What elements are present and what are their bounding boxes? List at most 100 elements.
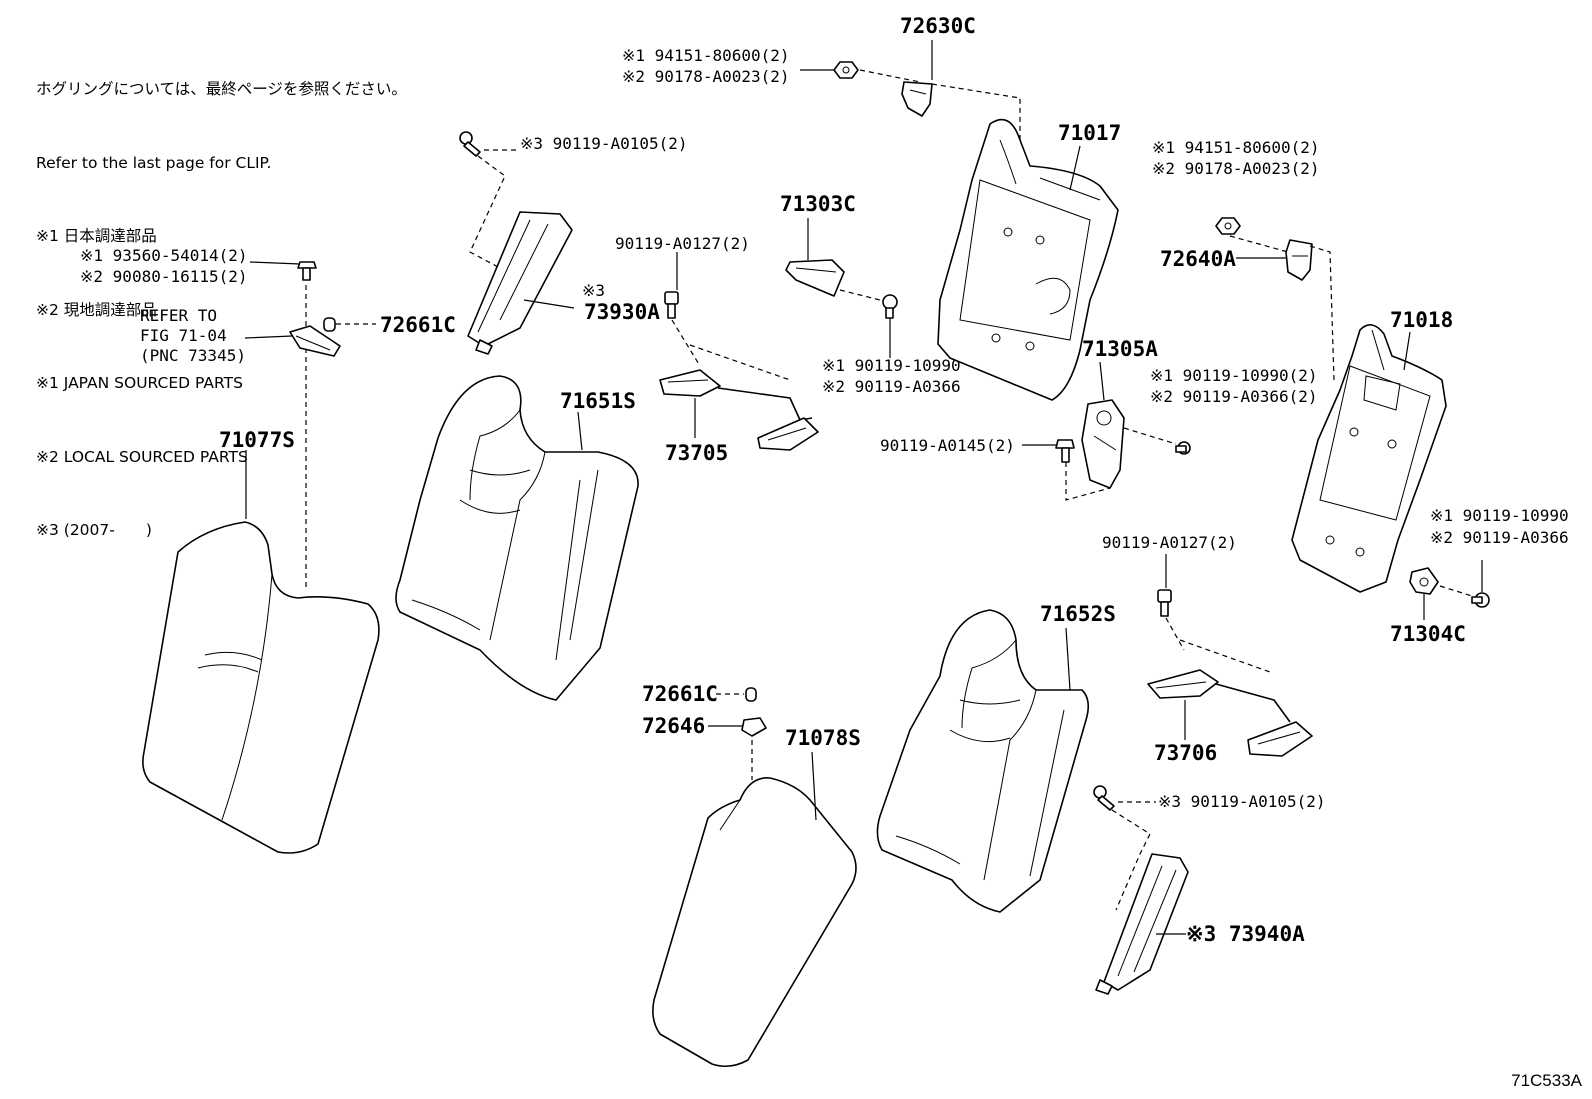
hinge-bracket-71305a: [1081, 399, 1125, 489]
side-airbag-73930a: [467, 211, 573, 355]
bolt-71305a-icon: [1175, 441, 1191, 455]
leader-clip: [249, 261, 301, 265]
bolt-71304c-icon: [1471, 592, 1490, 608]
grommet-72661c-mid-icon: [745, 687, 757, 702]
dashed-path-73706: [1165, 617, 1271, 673]
label-71305a-ref1: ※1 90119-10990(2): [1150, 366, 1318, 385]
dashed-path-72640a: [1309, 245, 1335, 381]
bolt-71303c-icon: [882, 294, 898, 319]
notes-block: ホグリングについては、最終ページを参照ください。 Refer to the la…: [36, 28, 407, 567]
grommet-72661c-left-icon: [323, 317, 336, 332]
label-73940a: ※3 73940A: [1186, 922, 1305, 946]
seatback-cover-71077s: [142, 521, 380, 854]
nut-72630c-icon: [833, 61, 859, 79]
leader-71305a: [1099, 361, 1105, 401]
note-line-jp-japan: ※1 日本調達部品: [36, 227, 157, 245]
hinge-cover-71303c: [785, 259, 845, 297]
seat-clip-bracket-icon: [289, 325, 341, 357]
label-90119-a0127-top: 90119-A0127(2): [615, 234, 750, 253]
bracket-72646-icon: [741, 717, 767, 737]
label-71305a: 71305A: [1082, 337, 1158, 361]
label-90119-a0127-right: 90119-A0127(2): [1102, 533, 1237, 552]
dashed-line-71303c: [839, 289, 881, 301]
leader-71652s: [1065, 627, 1071, 691]
hinge-cover-71304c: [1409, 567, 1439, 595]
label-72646: 72646: [642, 714, 705, 738]
dashed-path-73930a: [469, 155, 506, 269]
leader-refer-fig: [244, 335, 293, 339]
note-line-jp-clip: ホグリングについては、最終ページを参照ください。: [36, 80, 407, 98]
clip-bolt-icon: [297, 261, 317, 281]
seatback-cover-71652s: [876, 609, 1090, 913]
label-71651s: 71651S: [560, 389, 636, 413]
note-line-en-japan: ※1 JAPAN SOURCED PARTS: [36, 374, 243, 392]
dashed-line-72630c: [859, 69, 921, 83]
label-71303c-ref1: ※1 90119-10990: [822, 356, 961, 375]
dashed-path-71305a: [1065, 462, 1111, 501]
label-72661c-mid: 72661C: [642, 682, 718, 706]
seatback-frame-71018: [1291, 324, 1447, 593]
dashed-path-73705: [671, 319, 791, 381]
bolt-90119-a0145-icon: [1055, 439, 1075, 463]
label-71303c: 71303C: [780, 192, 856, 216]
label-71652s: 71652S: [1040, 602, 1116, 626]
label-72640a-ref1: ※1 94151-80600(2): [1152, 138, 1320, 157]
label-71305a-ref2: ※2 90119-A0366(2): [1150, 387, 1318, 406]
label-refer-line1: REFER TO: [140, 306, 217, 325]
lock-72630c: [901, 81, 933, 117]
note-line-en-local: ※2 LOCAL SOURCED PARTS: [36, 447, 248, 466]
label-73706: 73706: [1154, 741, 1217, 765]
leader-71017: [1069, 145, 1081, 191]
label-71304c: 71304C: [1390, 622, 1466, 646]
label-71018: 71018: [1390, 308, 1453, 332]
label-73940a-bolt: ※3 90119-A0105(2): [1158, 792, 1326, 811]
dashed-line-71305a: [1123, 427, 1177, 445]
label-clip-ref1: ※1 93560-54014(2): [80, 246, 248, 265]
note-line-en-clip: Refer to the last page for CLIP.: [36, 153, 272, 172]
bolt-90119-a0127-right-icon: [1157, 589, 1172, 617]
label-71017: 71017: [1058, 121, 1121, 145]
lock-72640a: [1285, 239, 1313, 281]
label-72640a: 72640A: [1160, 247, 1236, 271]
seatback-frame-71017: [937, 118, 1119, 401]
label-90119-a0145: 90119-A0145(2): [880, 436, 1015, 455]
label-73930a-mark: ※3: [582, 281, 605, 300]
label-71077s: 71077S: [219, 428, 295, 452]
label-71078s: 71078S: [785, 726, 861, 750]
label-72630c-ref1: ※1 94151-80600(2): [622, 46, 790, 65]
dashed-line-71304c: [1439, 585, 1473, 597]
label-72640a-ref2: ※2 90178-A0023(2): [1152, 159, 1320, 178]
label-71303c-ref2: ※2 90119-A0366: [822, 377, 961, 396]
label-refer-line2: FIG 71-04: [140, 326, 227, 345]
side-airbag-73940a: [1095, 853, 1189, 995]
label-73930a: 73930A: [584, 300, 660, 324]
label-clip-ref2: ※2 90080-16115(2): [80, 267, 248, 286]
dashed-path-73940a: [1111, 809, 1151, 911]
seatback-cover-71078s: [652, 777, 857, 1068]
label-72630c: 72630C: [900, 14, 976, 38]
diagram-code: 71C533A: [1511, 1071, 1582, 1090]
dashed-line-72640a-nut: [1229, 235, 1289, 253]
label-73930a-bolt: ※3 90119-A0105(2): [520, 134, 688, 153]
bracket-73706: [1147, 669, 1313, 757]
label-refer-line3: (PNC 73345): [140, 346, 246, 365]
note-line-date-range: ※3 (2007- ): [36, 521, 152, 539]
seatback-cover-71651s: [395, 375, 639, 701]
label-72661c-left: 72661C: [380, 313, 456, 337]
leader-71018: [1403, 331, 1411, 371]
bolt-90119-a0127-top-icon: [664, 291, 679, 319]
nut-72640a-icon: [1215, 217, 1241, 235]
label-72630c-ref2: ※2 90178-A0023(2): [622, 67, 790, 86]
bolt-73930a-icon: [459, 131, 481, 157]
dashed-path-72630c: [931, 83, 1021, 190]
note-line-jp-local: ※2 現地調達部品: [36, 300, 157, 319]
leader-71078s: [811, 751, 817, 821]
leader-73930a: [523, 299, 575, 309]
leader-71651s: [577, 411, 583, 451]
label-71304c-ref2: ※2 90119-A0366: [1430, 528, 1569, 547]
label-73705: 73705: [665, 441, 728, 465]
bracket-73705: [659, 369, 819, 451]
bolt-73940a-icon: [1093, 785, 1115, 811]
label-71304c-ref1: ※1 90119-10990: [1430, 506, 1569, 525]
